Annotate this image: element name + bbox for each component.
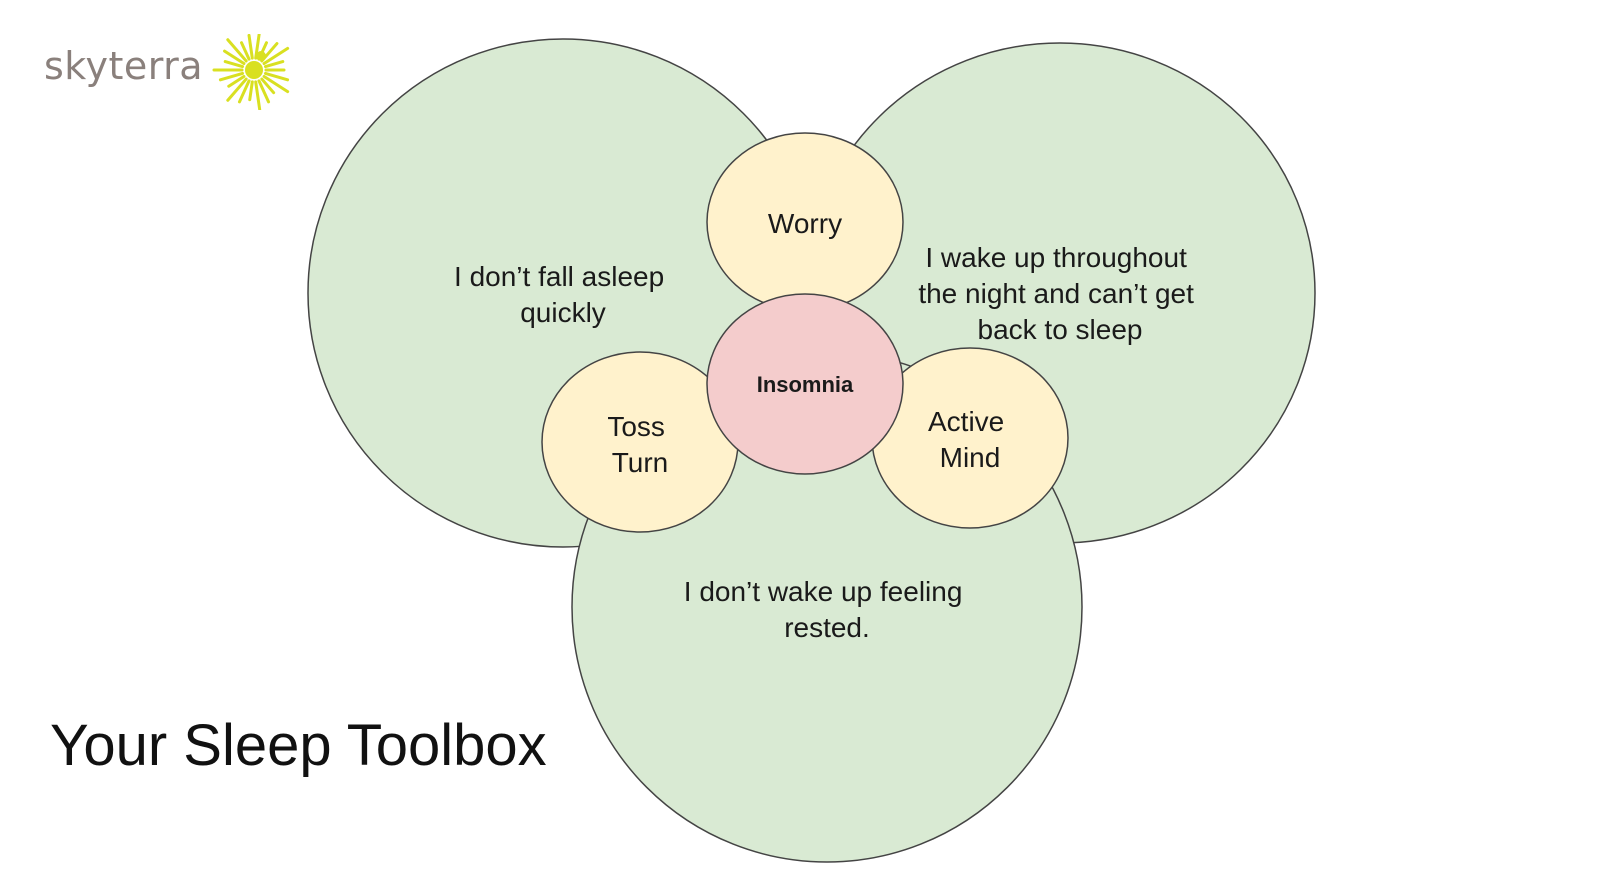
outer-text-fall-asleep: I don’t fall asleep quickly	[454, 261, 672, 328]
inner-text-toss-turn: Toss Turn	[607, 411, 672, 478]
inner-text-worry: Worry	[768, 208, 842, 239]
outer-text-wake-up: I wake up throughout the night and can’t…	[918, 242, 1201, 345]
sunburst-person-icon	[212, 34, 290, 110]
brand-name: skyterra	[44, 44, 204, 88]
inner-text-active-mind: Active Mind	[928, 406, 1012, 473]
outer-text-rested: I don’t wake up feeling rested.	[684, 576, 970, 643]
center-label: Insomnia	[757, 372, 854, 397]
center-circle-insomnia	[706, 293, 904, 475]
page-title: Your Sleep Toolbox	[50, 713, 547, 778]
